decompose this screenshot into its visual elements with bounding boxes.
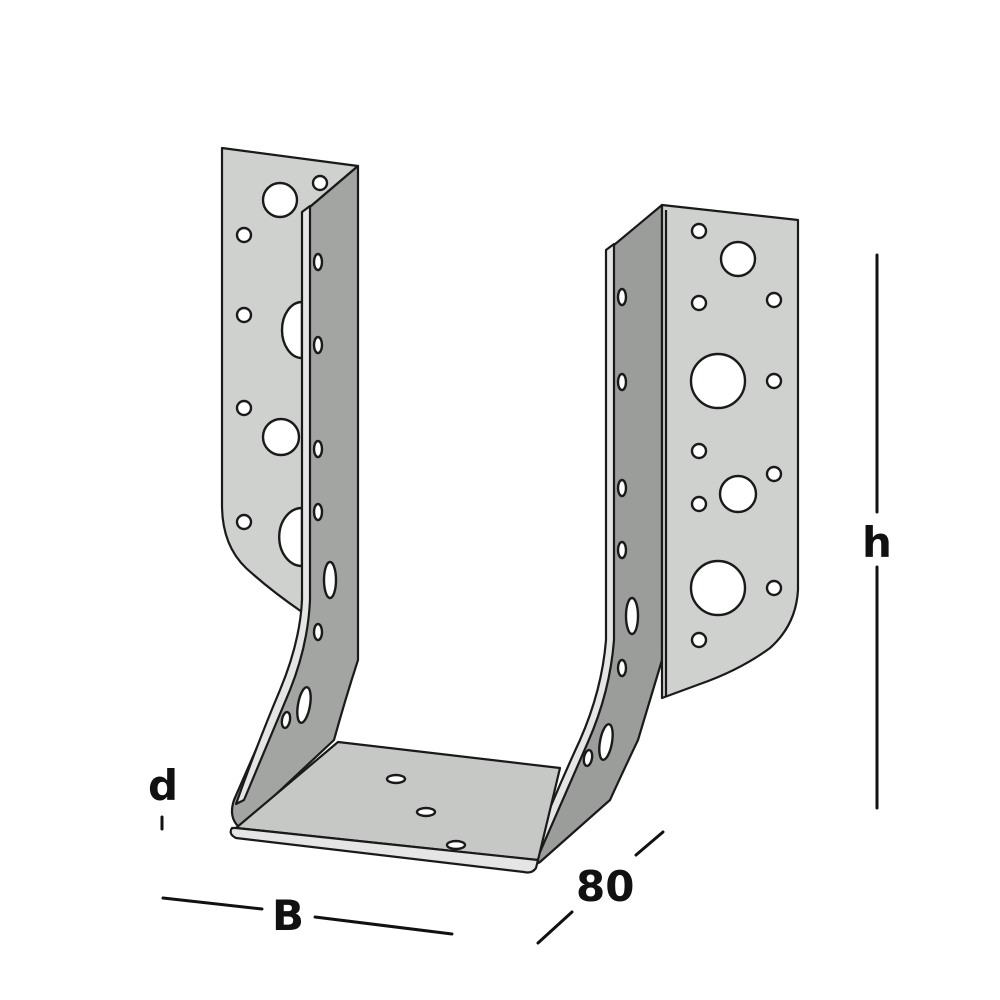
dimension-lines [160, 253, 879, 945]
base-plate [229, 740, 562, 874]
right-side-wall [530, 203, 664, 865]
left-flange-hole-partial [278, 506, 304, 568]
right-flange [660, 203, 800, 700]
width-dimension-line-left [161, 896, 264, 911]
left-flange [220, 146, 360, 614]
height-label: h [862, 518, 892, 567]
left-flange-hole [311, 174, 329, 192]
left-flange-hole [235, 306, 253, 324]
depth-label: d [148, 761, 179, 810]
left-flange-hole [235, 513, 253, 531]
left-flange-hole [235, 399, 253, 417]
left-flange-hole-partial [280, 300, 304, 360]
left-flange-hole [261, 181, 299, 219]
left-flange-hole [235, 226, 253, 244]
left-flange-hole [261, 417, 301, 457]
length-dimension-line-top [634, 830, 665, 857]
length-dimension-line-bottom [536, 910, 574, 945]
left-side-wall [230, 164, 360, 830]
length-label: 80 [576, 862, 635, 911]
width-label: B [272, 891, 305, 940]
width-dimension-line-right [313, 915, 454, 936]
